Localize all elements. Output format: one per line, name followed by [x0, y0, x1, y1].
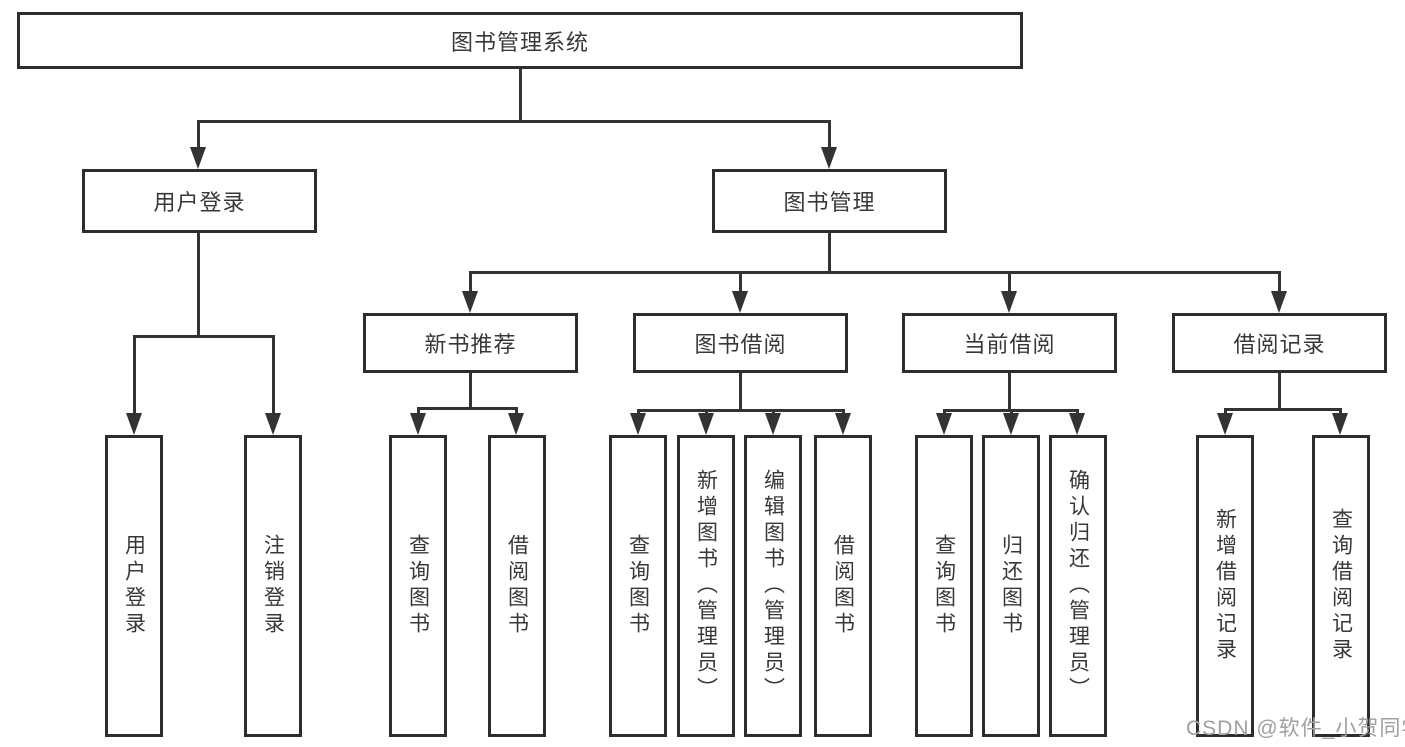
arrow-down-icon — [698, 413, 714, 435]
leaf-records-query-record-label: 查询借阅记录 — [1329, 508, 1353, 664]
arrow-down-icon — [1069, 413, 1085, 435]
arrow-down-icon — [1001, 291, 1017, 313]
leaf-borrow-query-books: 查询图书 — [609, 435, 667, 737]
line-segment — [417, 407, 420, 415]
line-segment — [1010, 409, 1013, 415]
node-book-borrow-label: 图书借阅 — [694, 332, 787, 357]
node-book-borrow: 图书借阅 — [633, 313, 848, 373]
leaf-current-query-books: 查询图书 — [915, 435, 973, 737]
leaf-newbook-query-books: 查询图书 — [389, 435, 447, 737]
leaf-current-return-books-label: 归还图书 — [999, 534, 1023, 638]
leaf-borrow-borrow-books: 借阅图书 — [814, 435, 872, 737]
line-segment — [1278, 373, 1281, 410]
arrow-down-icon — [1003, 413, 1019, 435]
leaf-borrow-borrow-books-label: 借阅图书 — [831, 534, 855, 638]
csdn-watermark: CSDN @软件_小贺同学 — [1186, 717, 1405, 740]
leaf-borrow-edit-books-admin: 编辑图书（管理员） — [744, 435, 802, 737]
node-user-login: 用户登录 — [82, 169, 317, 233]
arrow-down-icon — [732, 291, 748, 313]
arrow-down-icon — [630, 413, 646, 435]
line-segment — [739, 271, 742, 295]
line-segment — [197, 120, 200, 150]
node-current-borrow: 当前借阅 — [902, 313, 1117, 373]
line-segment — [637, 409, 640, 415]
arrow-down-icon — [508, 413, 524, 435]
leaf-newbook-query-books-label: 查询图书 — [406, 534, 430, 638]
line-segment — [133, 335, 275, 338]
leaf-borrow-add-books-admin: 新增图书（管理员） — [677, 435, 735, 737]
line-segment — [772, 409, 775, 415]
line-segment — [943, 409, 946, 415]
leaf-current-query-books-label: 查询图书 — [932, 534, 956, 638]
node-borrow-records: 借阅记录 — [1172, 313, 1387, 373]
line-segment — [519, 69, 522, 122]
leaf-newbook-borrow-books: 借阅图书 — [488, 435, 546, 737]
line-segment — [1224, 408, 1227, 415]
node-new-book-recommend: 新书推荐 — [363, 313, 578, 373]
leaf-user-login-label: 用户登录 — [122, 534, 146, 638]
leaf-logout: 注销登录 — [244, 435, 302, 737]
line-segment — [828, 120, 831, 150]
line-segment — [515, 407, 518, 415]
line-segment — [469, 271, 1281, 274]
line-segment — [1008, 373, 1011, 411]
node-user-login-label: 用户登录 — [153, 190, 246, 215]
node-root-label: 图书管理系统 — [450, 29, 589, 55]
line-segment — [1339, 408, 1342, 415]
leaf-current-confirm-return-admin: 确认归还（管理员） — [1049, 435, 1107, 737]
line-segment — [417, 407, 518, 410]
arrow-down-icon — [1271, 291, 1287, 313]
leaf-logout-label: 注销登录 — [261, 534, 285, 638]
line-segment — [272, 335, 275, 415]
arrow-down-icon — [1217, 413, 1233, 435]
leaf-user-login: 用户登录 — [105, 435, 163, 737]
line-segment — [705, 409, 708, 415]
line-segment — [197, 233, 200, 337]
line-segment — [469, 373, 472, 409]
line-segment — [637, 409, 844, 412]
arrow-down-icon — [1332, 413, 1348, 435]
line-segment — [739, 373, 742, 411]
leaf-borrow-add-books-admin-label: 新增图书（管理员） — [694, 469, 718, 703]
node-borrow-records-label: 借阅记录 — [1233, 332, 1326, 357]
arrow-down-icon — [936, 413, 952, 435]
arrow-down-icon — [126, 413, 142, 435]
leaf-borrow-query-books-label: 查询图书 — [626, 534, 650, 638]
leaf-current-return-books: 归还图书 — [982, 435, 1040, 737]
arrow-down-icon — [410, 413, 426, 435]
line-segment — [842, 409, 845, 415]
node-new-book-recommend-label: 新书推荐 — [424, 332, 517, 357]
leaf-records-add-record-label: 新增借阅记录 — [1213, 508, 1237, 664]
arrow-down-icon — [821, 147, 837, 169]
line-segment — [469, 271, 472, 295]
arrow-down-icon — [835, 413, 851, 435]
line-segment — [133, 335, 136, 415]
arrow-down-icon — [265, 413, 281, 435]
line-segment — [1224, 408, 1342, 411]
leaf-borrow-edit-books-admin-label: 编辑图书（管理员） — [761, 469, 785, 703]
node-book-management-label: 图书管理 — [783, 190, 876, 215]
node-current-borrow-label: 当前借阅 — [963, 332, 1056, 357]
line-segment — [1076, 409, 1079, 415]
line-segment — [1008, 271, 1011, 295]
line-segment — [1278, 271, 1281, 295]
node-root: 图书管理系统 — [17, 12, 1023, 69]
leaf-current-confirm-return-admin-label: 确认归还（管理员） — [1066, 469, 1090, 703]
leaf-records-query-record: 查询借阅记录 — [1312, 435, 1370, 737]
leaf-records-add-record: 新增借阅记录 — [1196, 435, 1254, 737]
line-segment — [197, 120, 831, 123]
arrow-down-icon — [190, 147, 206, 169]
leaf-newbook-borrow-books-label: 借阅图书 — [505, 534, 529, 638]
node-book-management: 图书管理 — [712, 169, 947, 233]
arrow-down-icon — [462, 291, 478, 313]
line-segment — [828, 233, 831, 273]
arrow-down-icon — [765, 413, 781, 435]
